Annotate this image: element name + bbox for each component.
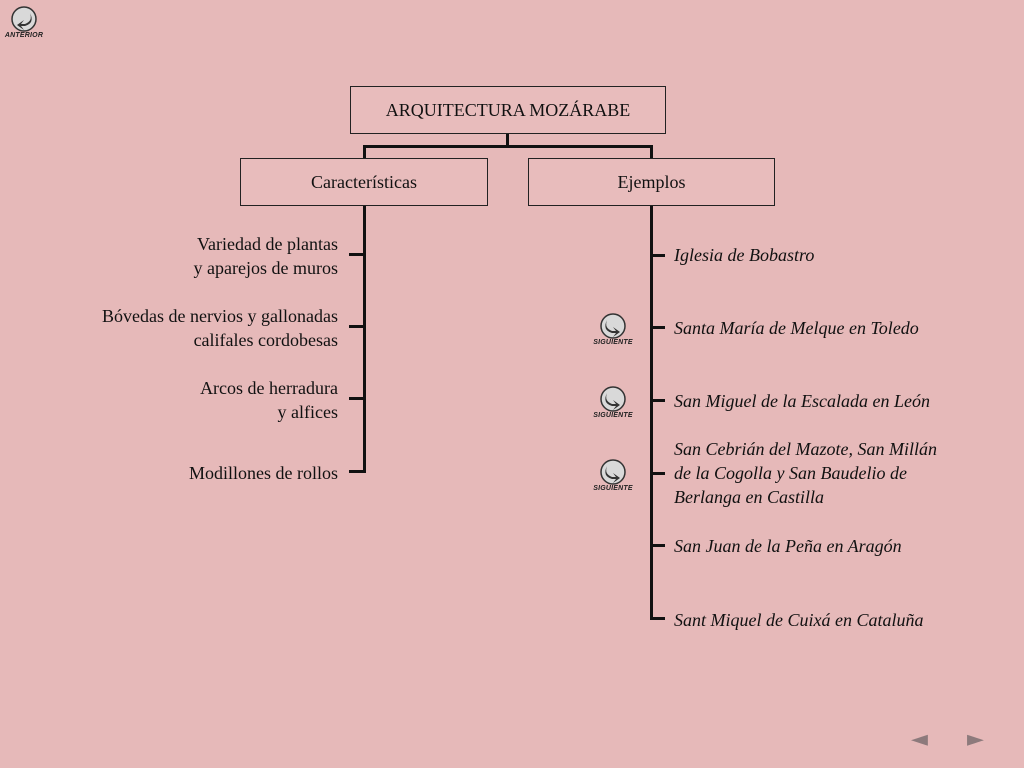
tick-caracteristicas-3 [349,397,366,400]
forward-arrow-icon [600,386,626,412]
caracteristica-item: Variedad de plantas y aparejos de muros [193,234,338,278]
tick-ejemplos-1 [650,254,665,257]
siguiente-label: SIGUIENTE [593,485,633,492]
caracteristicas-title: Características [311,171,417,192]
tick-ejemplos-3 [650,399,665,402]
caracteristica-item: Bóvedas de nervios y gallonadas califale… [102,306,338,350]
next-slide-arrow-icon[interactable]: ► [967,727,984,752]
siguiente-button-escalada[interactable]: SIGUIENTE [590,384,636,419]
connector-caracteristicas-drop [363,145,366,158]
siguiente-button-melque[interactable]: SIGUIENTE [590,311,636,346]
root-title: ARQUITECTURA MOZÁRABE [385,99,631,120]
tick-ejemplos-6 [650,617,665,620]
back-arrow-icon [11,6,37,32]
tick-ejemplos-2 [650,326,665,329]
ejemplo-item: Santa María de Melque en Toledo [674,318,919,338]
tick-caracteristicas-4 [349,470,366,473]
tick-caracteristicas-1 [349,253,366,256]
caracteristica-item: Arcos de herradura y alfices [200,378,338,422]
ejemplos-spine [650,206,653,620]
caracteristica-item: Modillones de rollos [189,463,338,483]
prev-slide-arrow-icon[interactable]: ◄ [911,727,928,752]
siguiente-button-castilla[interactable]: SIGUIENTE [590,457,636,492]
ejemplos-box: Ejemplos [528,158,775,206]
anterior-label: ANTERIOR [4,32,44,39]
tick-ejemplos-5 [650,544,665,547]
root-box: ARQUITECTURA MOZÁRABE [350,86,666,134]
siguiente-label: SIGUIENTE [593,412,633,419]
connector-root-down [506,134,509,146]
ejemplo-item: San Miguel de la Escalada en León [674,391,930,411]
tick-ejemplos-4 [650,472,665,475]
connector-horizontal [363,145,653,148]
caracteristicas-box: Características [240,158,488,206]
tick-caracteristicas-2 [349,325,366,328]
siguiente-label: SIGUIENTE [593,339,633,346]
ejemplo-item: San Cebrián del Mazote, San Millán de la… [674,439,937,507]
ejemplo-item: San Juan de la Peña en Aragón [674,536,902,556]
caracteristicas-spine [363,206,366,473]
forward-arrow-icon [600,313,626,339]
forward-arrow-icon [600,459,626,485]
ejemplos-title: Ejemplos [617,171,686,192]
ejemplo-item: Sant Miquel de Cuixá en Cataluña [674,610,924,630]
connector-ejemplos-drop [650,145,653,158]
ejemplo-item: Iglesia de Bobastro [674,245,815,265]
anterior-button[interactable]: ANTERIOR [4,4,44,39]
